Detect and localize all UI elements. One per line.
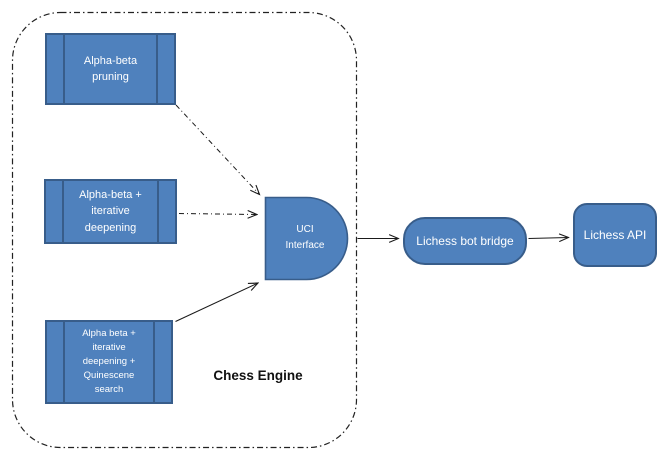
node-alpha-beta-iterative-deepening[interactable]: Alpha-beta + iterative deepening <box>44 179 177 244</box>
edge-iterative-to-uci <box>178 214 257 215</box>
node-label: Alpha-beta pruning <box>83 54 138 84</box>
node-alpha-beta-pruning[interactable]: Alpha-beta pruning <box>45 33 176 105</box>
node-label: Lichess API <box>583 227 647 242</box>
predefined-process-bar <box>62 181 64 242</box>
node-label: Alpha-beta + iterative deepening <box>79 188 142 234</box>
predefined-process-bar <box>63 35 65 103</box>
node-lichess-api[interactable]: Lichess API <box>573 203 657 267</box>
chess-engine-container-label: Chess Engine <box>213 368 303 383</box>
node-uci-interface-label-area[interactable]: UCI Interface <box>265 197 345 279</box>
node-lichess-bot-bridge[interactable]: Lichess bot bridge <box>403 217 527 265</box>
predefined-process-bar <box>63 322 65 402</box>
edge-quinescene-to-uci <box>175 283 259 322</box>
node-label: Alpha beta + iterative deepening + Quine… <box>82 327 136 396</box>
predefined-process-bar <box>156 35 158 103</box>
node-alpha-beta-iterative-quinescene[interactable]: Alpha beta + iterative deepening + Quine… <box>45 320 173 404</box>
node-uci-interface-shape[interactable] <box>264 196 349 281</box>
node-label: UCI Interface <box>285 224 325 251</box>
node-label: Lichess bot bridge <box>416 233 514 248</box>
predefined-process-bar <box>153 322 155 402</box>
predefined-process-bar <box>157 181 159 242</box>
edge-bridge-to-api <box>528 238 569 239</box>
chess-engine-container-border <box>11 11 358 449</box>
edge-pruning-to-uci <box>175 104 260 195</box>
